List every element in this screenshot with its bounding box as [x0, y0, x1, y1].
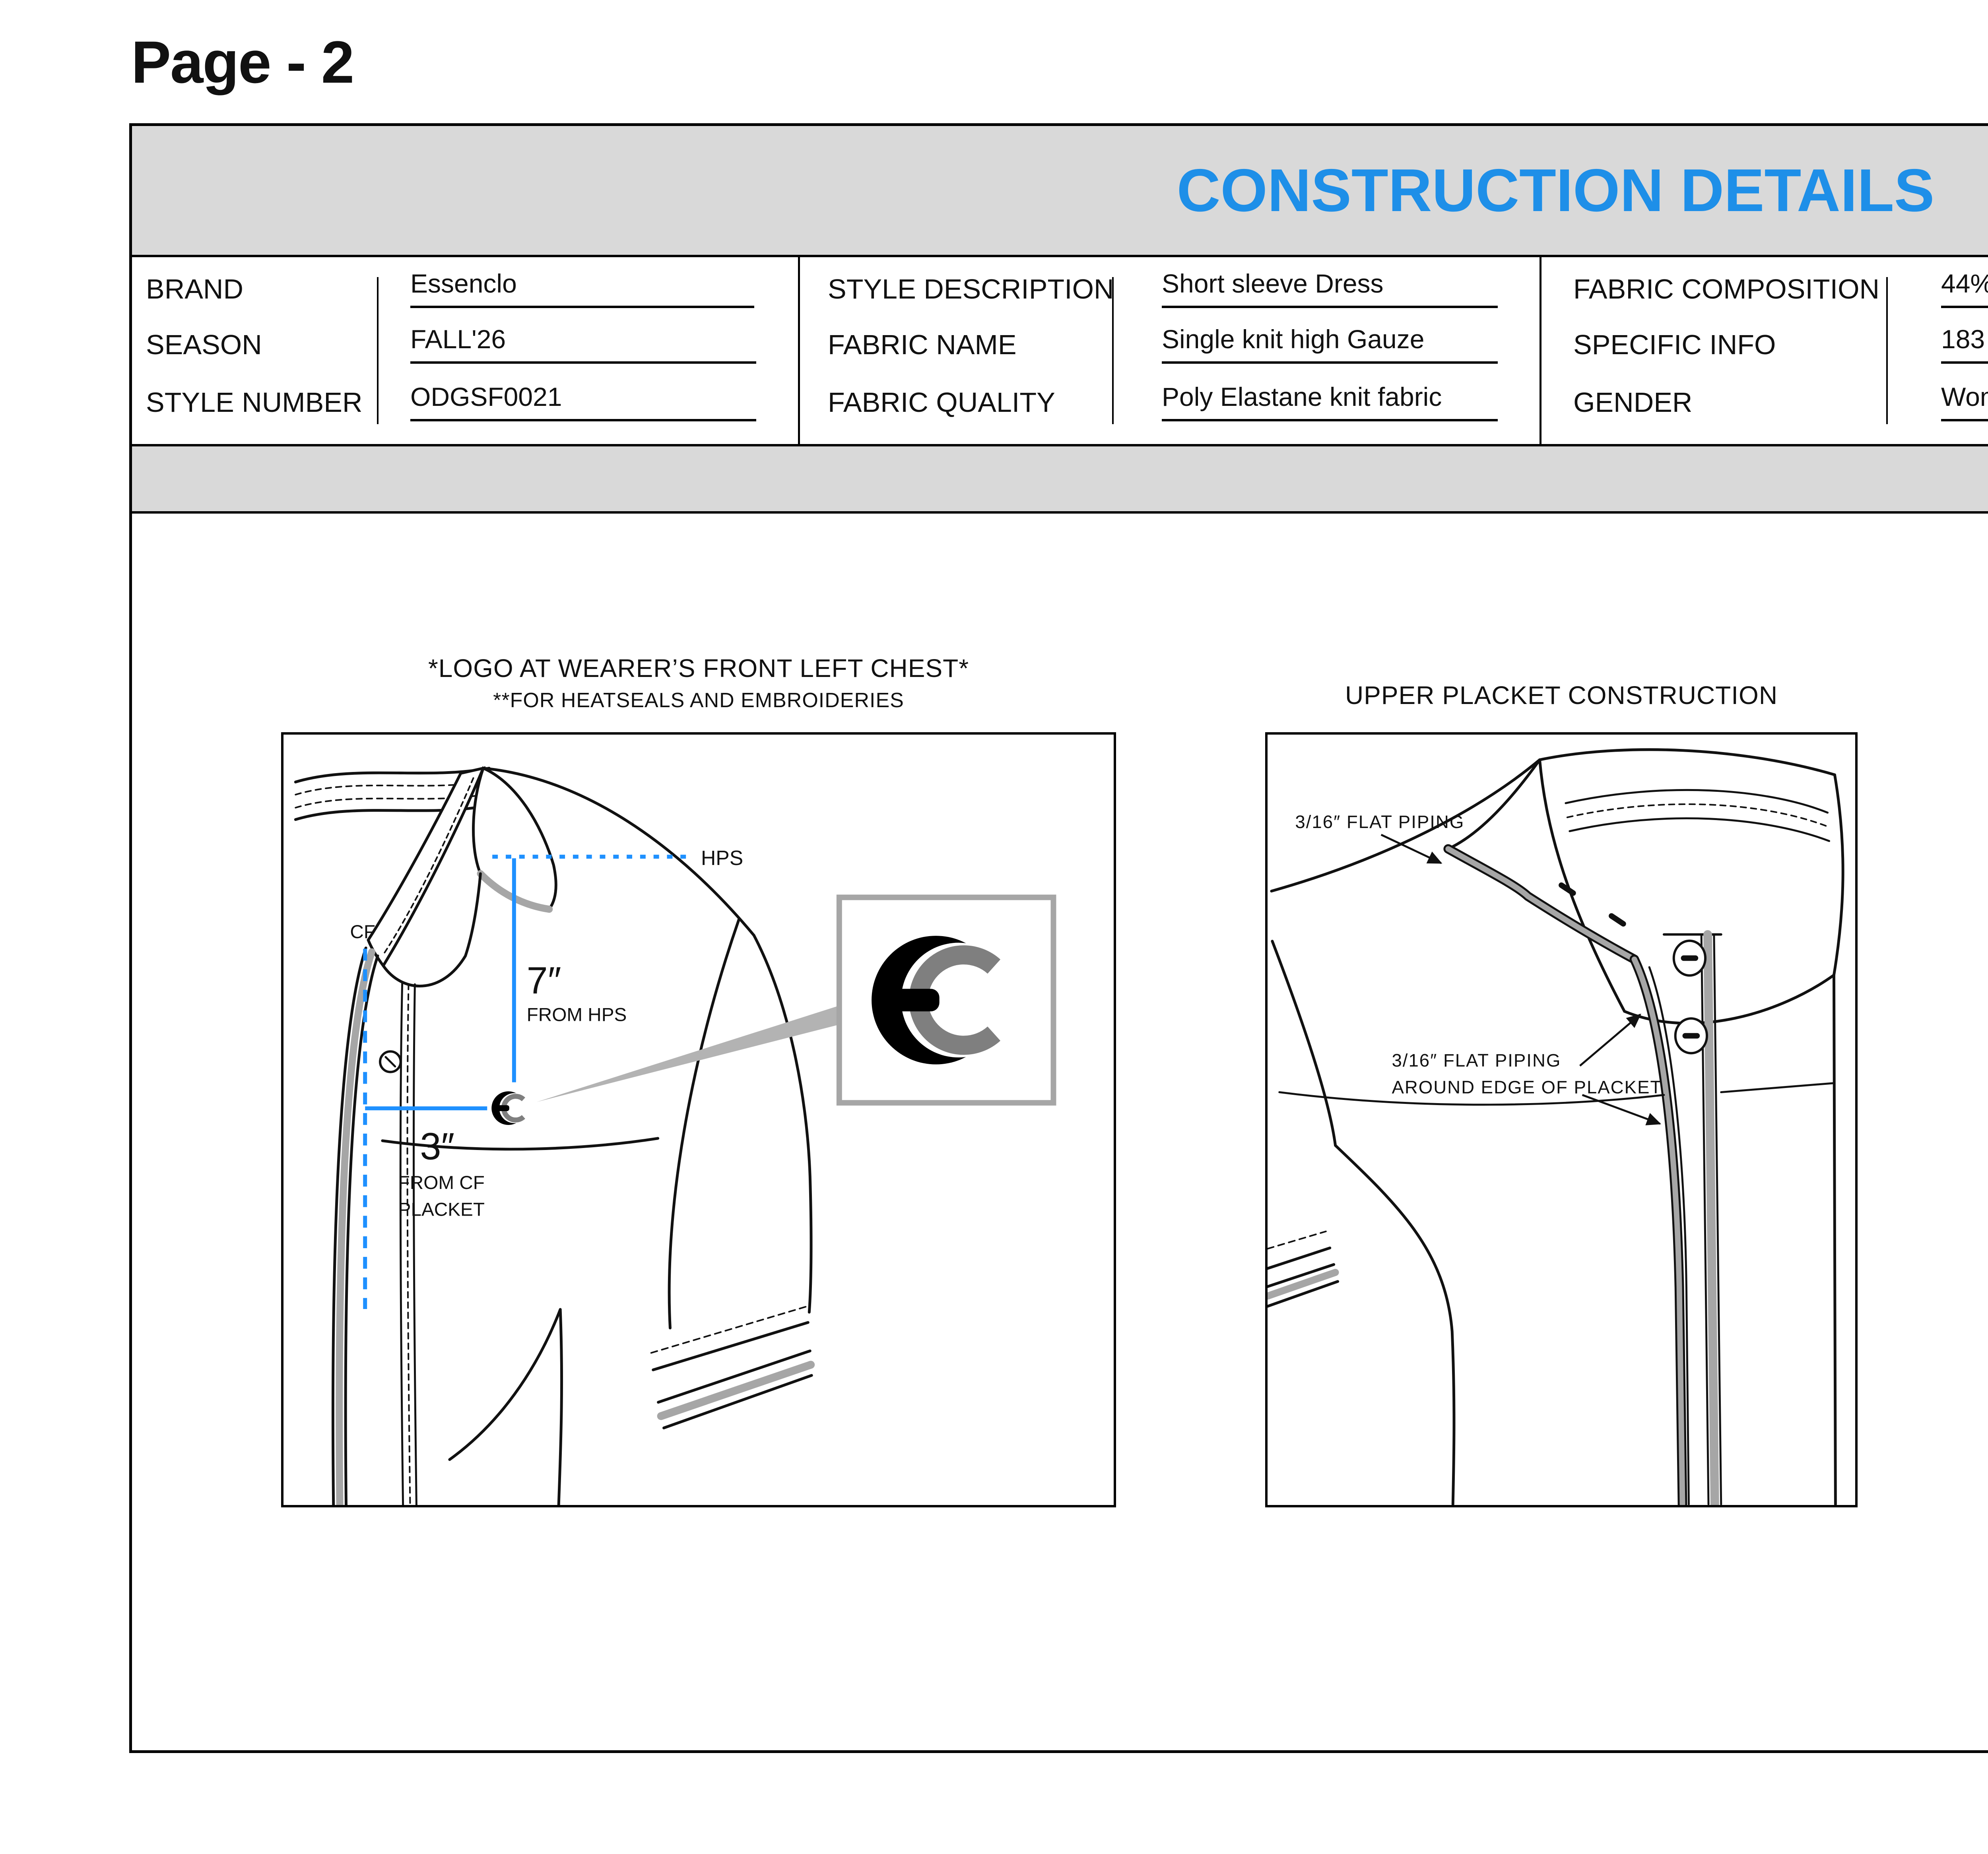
dim-7in-caption: FROM HPS: [527, 1005, 627, 1026]
piping-mid-label2: AROUND EDGE OF PLACKET: [1392, 1077, 1662, 1098]
fabric-name-label: FABRIC NAME: [828, 329, 1017, 360]
divider: [798, 257, 800, 444]
specific-info-label: SPECIFIC INFO: [1573, 329, 1776, 360]
sheet-title: CONSTRUCTION DETAILS: [1176, 156, 1935, 224]
brand-label: BRAND: [146, 273, 244, 304]
title-band: CONSTRUCTION DETAILS: [132, 126, 1988, 257]
upper-placket-panel: 3/16″ FLAT PIPING 3/16″ FLAT PIPING AROU…: [1265, 732, 1858, 1507]
logo-placement-sketch: HPS CF 7″ FROM HPS 3″ FROM CF PLACKET: [294, 766, 1056, 1505]
dim-3in: 3″: [420, 1125, 454, 1167]
divider: [1540, 257, 1541, 444]
separator-band: [132, 444, 1988, 514]
logo-placement-panel: HPS CF 7″ FROM HPS 3″ FROM CF PLACKET: [281, 732, 1116, 1507]
dim-3in-caption1: FROM CF: [398, 1172, 485, 1193]
panel2-title: UPPER PLACKET CONSTRUCTION: [1345, 681, 1778, 710]
divider: [377, 277, 379, 424]
season-label: SEASON: [146, 329, 262, 360]
dim-7in: 7″: [527, 960, 561, 1002]
piping-arrow-top: [1380, 834, 1442, 864]
panel2-texts: 3/16″ FLAT PIPING 3/16″ FLAT PIPING AROU…: [1295, 812, 1662, 1098]
fabric-name-value: Single knit high Gauze: [1162, 324, 1498, 364]
hps-label: HPS: [701, 846, 743, 869]
piping-mid-label1: 3/16″ FLAT PIPING: [1392, 1050, 1561, 1071]
style-number-label: STYLE NUMBER: [146, 387, 363, 418]
fabric-quality-value: Poly Elastane knit fabric: [1162, 382, 1498, 421]
piping-arrow-mid2: [1582, 1094, 1662, 1125]
logo-callout: [491, 894, 1056, 1125]
piping-top-label: 3/16″ FLAT PIPING: [1295, 812, 1464, 832]
style-description-value: Short sleeve Dress: [1162, 268, 1498, 308]
panel1-title: *LOGO AT WEARER’S FRONT LEFT CHEST*: [428, 654, 969, 683]
sketches-area: *LOGO AT WEARER’S FRONT LEFT CHEST* **FO…: [132, 514, 1988, 1745]
brand-value: Essenclo: [410, 268, 754, 308]
measurement-annotations: [363, 855, 688, 1309]
fabric-quality-label: FABRIC QUALITY: [828, 387, 1055, 418]
gender-value: Womens: [1941, 382, 1988, 421]
season-value: FALL'26: [410, 324, 756, 364]
fabric-composition-value: 44% Poly, 44 Recycled Poly, 12% Elastane: [1941, 268, 1988, 308]
style-number-value: ODGSF0021: [410, 382, 756, 421]
style-info-table: BRAND SEASON STYLE NUMBER Essenclo FALL'…: [132, 257, 1988, 444]
upper-placket-sketch: 3/16″ FLAT PIPING 3/16″ FLAT PIPING AROU…: [1268, 748, 1844, 1505]
chest-logo: [491, 1091, 529, 1125]
construction-details-sheet: CONSTRUCTION DETAILS BRAND SEASON STYLE …: [129, 123, 1988, 1753]
dim-3in-caption2: PLACKET: [398, 1199, 485, 1220]
style-description-label: STYLE DESCRIPTION: [828, 273, 1114, 304]
divider: [1886, 277, 1888, 424]
panel1-subtitle: **FOR HEATSEALS AND EMBROIDERIES: [493, 689, 904, 712]
brand-logo-large: [872, 936, 1016, 1065]
panel2-annotations: [1380, 834, 1662, 1125]
piping-arrow-mid1: [1579, 1014, 1641, 1067]
garment-line-art: [294, 766, 815, 1505]
fabric-composition-label: FABRIC COMPOSITION: [1573, 273, 1880, 304]
garment-line-art: [1268, 748, 1844, 1505]
specific-info-value: 183 GSM,Wicking: [1941, 324, 1988, 364]
page-number-label: Page - 2: [131, 29, 354, 95]
gender-label: GENDER: [1573, 387, 1693, 418]
cf-label: CF: [350, 921, 375, 943]
divider: [1112, 277, 1114, 424]
panel1-texts: HPS CF 7″ FROM HPS 3″ FROM CF PLACKET: [350, 846, 743, 1220]
